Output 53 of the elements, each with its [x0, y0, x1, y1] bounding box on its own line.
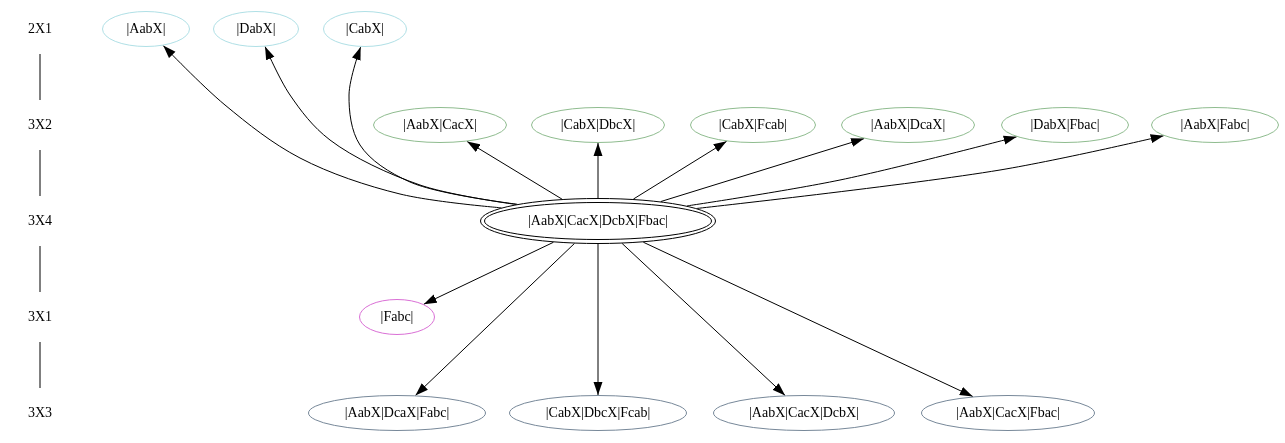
node-label: |AabX|CacX|Fbac| [956, 405, 1060, 421]
node-label: |AabX|DcaX| [870, 117, 946, 133]
arrow [414, 243, 575, 396]
arrow [593, 243, 603, 396]
node-label: |AabX| [126, 21, 166, 37]
ellipse-node [308, 395, 486, 431]
node-label: |AabX|DcaX|Fabc| [344, 405, 450, 421]
ellipse-node [509, 395, 687, 431]
arrow [162, 45, 502, 209]
connector-line [39, 149, 41, 197]
arrow [632, 140, 728, 200]
node-label: |CabX|DbcX| [560, 117, 636, 133]
ellipse-node [531, 107, 665, 143]
node-label: |DabX|Fbac| [1030, 117, 1100, 133]
arrow [593, 142, 603, 199]
ellipse-node [690, 107, 816, 143]
rank-label: 3X4 [27, 213, 53, 229]
arrow [642, 241, 974, 398]
arrow [423, 241, 554, 305]
ellipse-node [373, 107, 507, 143]
node-label: |CabX|DbcX|Fcab| [545, 405, 651, 421]
node-label: |CabX| [345, 21, 385, 37]
ellipse-node [1151, 107, 1279, 143]
ellipse-node [323, 11, 407, 47]
node-label: |CabX|Fcab| [718, 117, 788, 133]
arrow [466, 140, 563, 200]
double-ellipse-node [480, 198, 716, 244]
connector-line [39, 53, 41, 101]
connector-line [39, 245, 41, 293]
arrow [696, 134, 1165, 209]
arrow [660, 138, 865, 203]
ellipse-node [841, 107, 975, 143]
arrow [686, 135, 1018, 207]
arrow [348, 46, 518, 205]
ellipse-node [102, 11, 190, 47]
rank-label: 2X1 [27, 21, 53, 37]
arrow [264, 46, 517, 205]
ellipse-node [1001, 107, 1129, 143]
node-label: |AabX|CacX| [403, 117, 477, 133]
rank-label: 3X3 [27, 405, 53, 421]
rank-label: 3X1 [27, 309, 53, 325]
connector-line [39, 341, 41, 389]
node-label: |DabX| [236, 21, 276, 37]
ellipse-node [213, 11, 299, 47]
node-label: |Fabc| [380, 309, 414, 325]
ellipse-node [359, 299, 435, 335]
node-label: |AabX|CacX|DcbX|Fbac| [528, 213, 668, 229]
node-label: |AabX|CacX|DcbX| [749, 405, 859, 421]
rank-label: 3X2 [27, 117, 53, 133]
ellipse-node [921, 395, 1095, 431]
ellipse-node [713, 395, 895, 431]
node-label: |AabX|Fabc| [1180, 117, 1250, 133]
arrow [621, 243, 786, 396]
